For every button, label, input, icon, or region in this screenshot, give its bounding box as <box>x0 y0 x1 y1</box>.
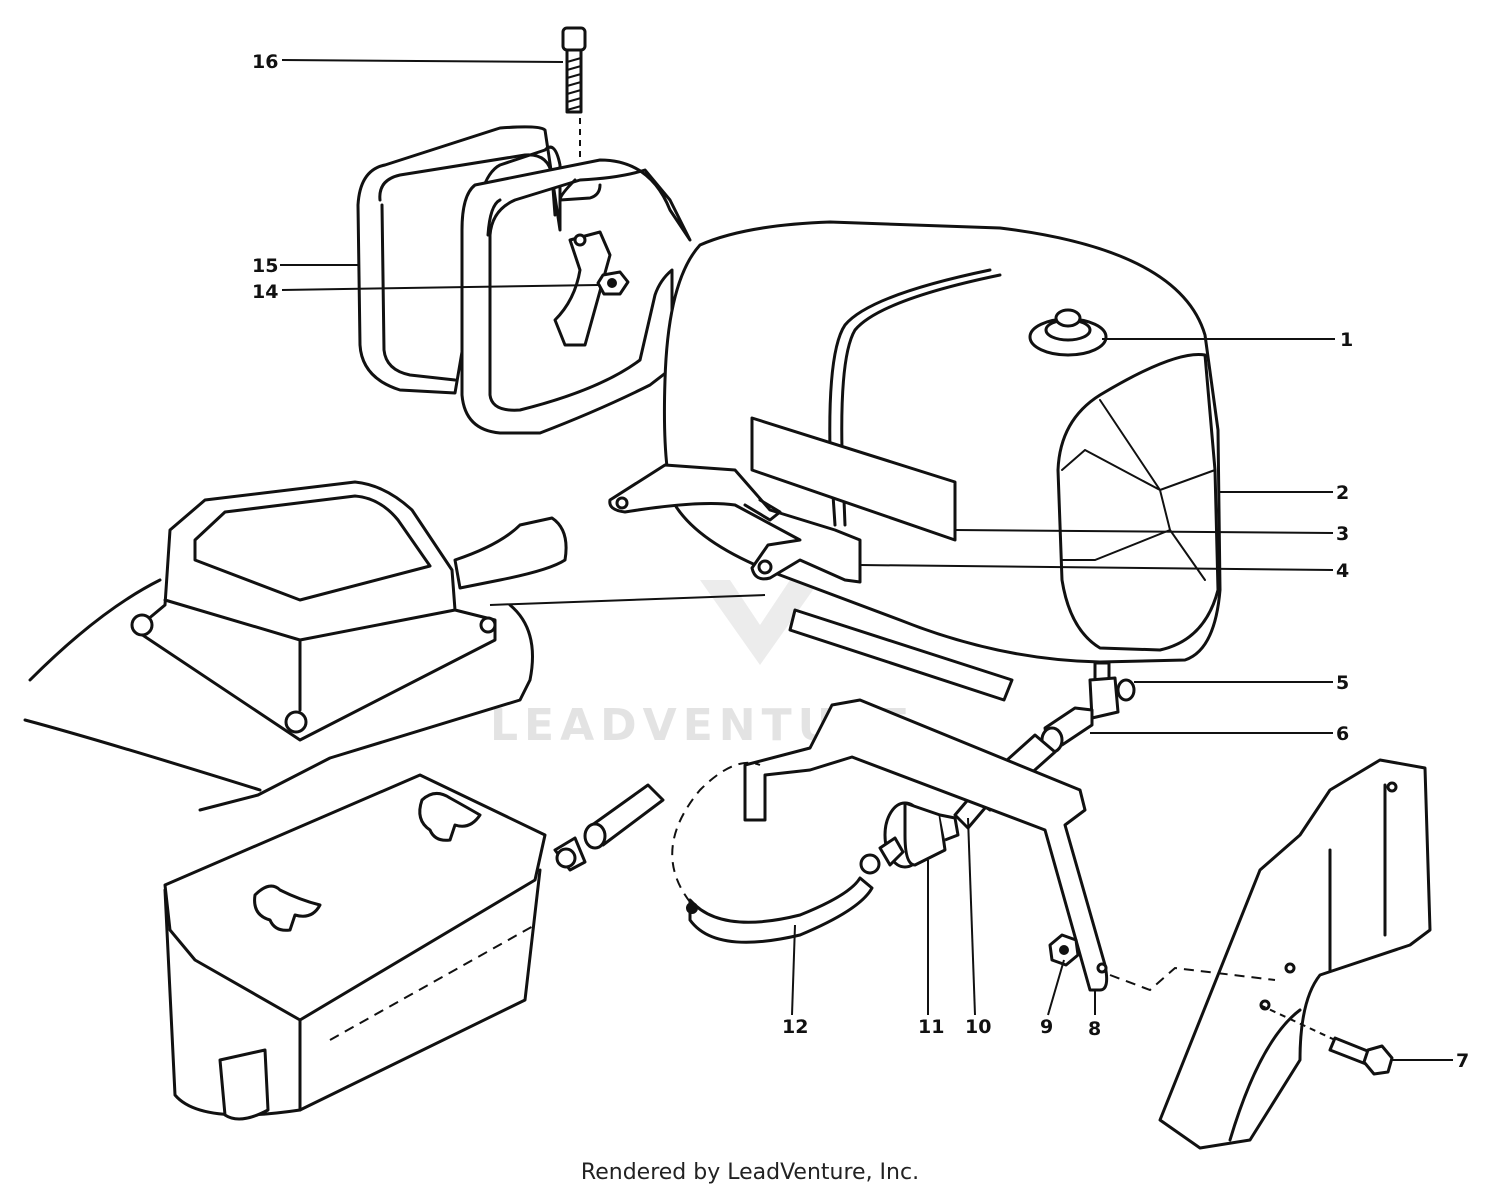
callout-2: 2 <box>1336 482 1349 504</box>
bolt-16 <box>561 26 587 160</box>
callouts: 16 15 14 1 2 3 4 5 6 7 8 9 10 11 12 <box>252 51 1469 1072</box>
mounting-leader <box>489 594 766 606</box>
callout-8: 8 <box>1088 1018 1101 1040</box>
callout-7: 7 <box>1456 1050 1469 1072</box>
callout-14: 14 <box>252 281 278 303</box>
callout-15: 15 <box>252 255 278 277</box>
footer-credit: Rendered by LeadVenture, Inc. <box>580 1160 920 1185</box>
callout-5: 5 <box>1336 672 1349 694</box>
callout-11: 11 <box>918 1016 944 1038</box>
callout-12: 12 <box>782 1016 808 1038</box>
fuel-filter-11 <box>859 801 960 875</box>
pad-3 <box>750 416 1014 702</box>
hose-and-clamp <box>553 783 665 872</box>
support-bracket-8 <box>743 698 1109 992</box>
strap-ring <box>460 158 692 435</box>
callout-3: 3 <box>1336 523 1349 545</box>
watermark-logo <box>700 580 820 665</box>
hose-fitting-6 <box>1040 706 1094 754</box>
callout-1: 1 <box>1340 329 1353 351</box>
callout-9: 9 <box>1040 1016 1053 1038</box>
callout-16: 16 <box>252 51 278 73</box>
bracket-14 <box>553 230 630 347</box>
engine-box <box>23 480 568 812</box>
callout-6: 6 <box>1336 723 1349 745</box>
leader-lines <box>280 59 1453 1061</box>
tee-fitting-5 <box>1088 661 1136 720</box>
strap-15 <box>356 125 562 395</box>
callout-4: 4 <box>1336 560 1349 582</box>
frame-right <box>1158 758 1432 1150</box>
battery-box <box>163 773 547 1121</box>
fuel-line-12 <box>671 761 874 944</box>
nut-9 <box>1048 933 1080 967</box>
mounting-path <box>1109 966 1276 992</box>
fuel-cap-1 <box>1028 308 1108 357</box>
tank-bracket-4 <box>608 463 862 584</box>
bolt-7 <box>1259 1004 1394 1076</box>
callout-10: 10 <box>965 1016 991 1038</box>
